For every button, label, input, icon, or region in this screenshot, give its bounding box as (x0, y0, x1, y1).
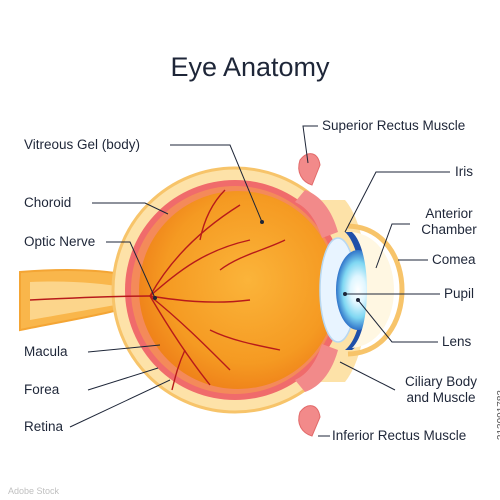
label-superior-rectus: Superior Rectus Muscle (322, 118, 466, 133)
label-lens: Lens (442, 334, 472, 349)
label-iris: Iris (455, 164, 473, 179)
leader-lines (69, 125, 450, 437)
label-forea: Forea (24, 382, 60, 397)
stock-watermark: Adobe Stock (8, 486, 60, 496)
label-macula: Macula (24, 344, 68, 359)
vitreous-body (139, 191, 337, 389)
retinal-vessels (29, 189, 286, 391)
label-vitreous-gel: Vitreous Gel (body) (24, 137, 141, 152)
image-id-watermark: 213991783 (496, 390, 500, 441)
label-ciliary-body: Ciliary Body and Muscle (404, 374, 478, 405)
ciliary-body-top (295, 190, 338, 238)
cornea (347, 223, 405, 357)
label-comea: Comea (432, 252, 476, 267)
label-optic-nerve: Optic Nerve (24, 234, 96, 249)
label-pupil: Pupil (444, 286, 475, 301)
label-choroid: Choroid (24, 195, 72, 210)
diagram-title: Eye Anatomy (170, 52, 330, 82)
label-retina: Retina (24, 419, 64, 434)
inferior-rectus-muscle (298, 405, 321, 437)
ciliary-body-bottom (295, 344, 338, 392)
label-inferior-rectus: Inferior Rectus Muscle (332, 428, 467, 443)
label-anterior-chamber: Anterior Chamber (421, 206, 477, 237)
superior-rectus-muscle (298, 153, 321, 186)
leader-dots (153, 220, 360, 302)
anterior-chamber (352, 232, 394, 348)
